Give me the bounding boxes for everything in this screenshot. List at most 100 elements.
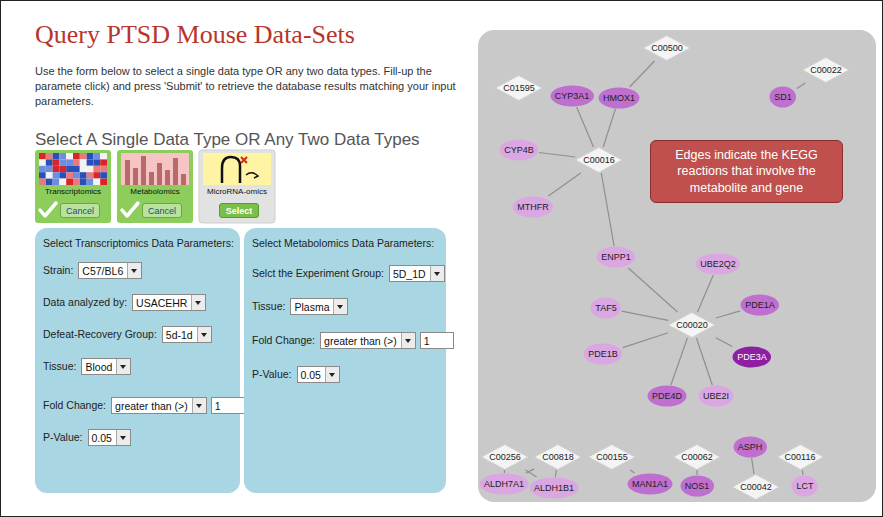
tile-background [117, 150, 193, 223]
heatmap-cell [39, 159, 46, 165]
circle-fill [550, 86, 594, 107]
field-label: Data analyzed by: [43, 296, 127, 308]
node-text: 1 [215, 400, 221, 412]
gene-circle: TAF5 [590, 297, 621, 319]
circle-fill [513, 197, 554, 218]
circle-fill [696, 254, 741, 275]
metabolite-diamond: C01595 [495, 75, 543, 101]
heatmap-cell [66, 153, 73, 159]
heatmap-cell [53, 153, 60, 159]
field-label: Tissue: [43, 360, 76, 372]
data-type-tile: MetabolomicsCancel [117, 150, 193, 223]
dropdown-arrow [191, 295, 205, 310]
check-mark [40, 203, 56, 216]
node-text: Cancel [66, 206, 94, 216]
gene-circle: MTHFR [512, 196, 554, 218]
section-heading: Select A Single Data Type OR Any Two Dat… [35, 130, 420, 150]
node-text: C00256 [489, 452, 521, 462]
heatmap-cell [73, 166, 80, 172]
heatmap-cell [59, 172, 66, 178]
reaction-edge [802, 470, 804, 475]
arrow-triangle [120, 365, 126, 369]
bar [133, 168, 138, 185]
heatmap-cell [87, 172, 94, 178]
heatmap-cell [53, 179, 60, 185]
gene-circle: CYP4B [499, 139, 539, 161]
node-text: ENPP1 [601, 252, 631, 262]
heatmap-cell [39, 172, 46, 178]
node-text: C00022 [810, 65, 842, 75]
circle-fill [529, 478, 578, 499]
gene-circle: ALDH1B1 [529, 477, 579, 499]
node-text: Blood [85, 361, 112, 373]
heatmap-cell [93, 172, 100, 178]
arrow-triangle [120, 436, 126, 440]
node-text: C00155 [596, 452, 628, 462]
intro-paragraph: Use the form below to select a single da… [35, 64, 471, 109]
heatmap-cell [39, 179, 46, 185]
bar [157, 163, 162, 185]
node-text: C00818 [542, 452, 574, 462]
node-text: ASPH [738, 442, 763, 452]
dropdown-select: greater than (>) [111, 397, 207, 414]
reaction-edge [577, 107, 594, 147]
heatmap-cell [100, 166, 107, 172]
bar [125, 160, 130, 185]
heatmap-cell [73, 159, 80, 165]
arrow-triangle [196, 404, 202, 408]
gene-circle: UBE2Q2 [695, 253, 741, 275]
node-text: CYP3A1 [555, 91, 590, 101]
heatmap-cell [80, 166, 87, 172]
gene-circle: ASPH [733, 436, 768, 458]
node-text: 1 [424, 335, 430, 347]
circle-fill [627, 474, 672, 495]
bar [149, 172, 154, 185]
reaction-edge [526, 469, 534, 473]
circle-fill [500, 140, 539, 161]
node-text: Metabolomics [117, 187, 193, 196]
heatmap-cell [46, 153, 53, 159]
diamond-outline [777, 445, 823, 470]
circle-fill [597, 247, 636, 268]
reaction-edge [696, 338, 712, 385]
node-text: C00062 [681, 452, 713, 462]
metabolite-diamond: C00500 [643, 35, 691, 61]
node-text: Select Metabolomics Data Parameters: [252, 237, 434, 249]
metabolite-diamond: C00116 [777, 444, 824, 470]
reaction-edge [539, 153, 575, 158]
reaction-edge [797, 83, 806, 88]
metabolite-diamond: C00155 [588, 444, 636, 470]
heatmap-cell [59, 179, 66, 185]
dropdown-select: 5d-1d [162, 326, 212, 343]
dropdown-arrow [333, 299, 347, 314]
node-text: HMOX1 [603, 93, 635, 103]
heatmap-cell [53, 172, 60, 178]
heatmap-cell [66, 172, 73, 178]
gene-circle: UBE2I [698, 385, 734, 407]
node-text: greater than (>) [324, 335, 397, 347]
heatmap-cell [93, 159, 100, 165]
metabolite-diamond: C00016 [575, 147, 623, 173]
circle-fill [479, 474, 528, 495]
heatmap-cell [93, 166, 100, 172]
node-text: PDE1A [745, 300, 775, 310]
metabolite-diamond: C00022 [802, 57, 850, 83]
heatmap-cell [53, 166, 60, 172]
microrna-hairpin [222, 157, 240, 183]
heatmap-cell [87, 153, 94, 159]
bar [181, 174, 186, 185]
diamond-outline [496, 76, 543, 101]
dropdown-select: USACEHR [132, 294, 206, 311]
dropdown-arrow [127, 263, 141, 278]
dropdown-select: Blood [81, 358, 131, 375]
heatmap-cell [80, 179, 87, 185]
reaction-edge [622, 311, 669, 320]
node-text: MicroRNA-omics [199, 187, 275, 196]
dropdown-select: 0.05 [297, 366, 340, 383]
heatmap-image [39, 153, 107, 185]
node-text: TAF5 [595, 303, 616, 313]
circle-fill [680, 476, 714, 497]
node-text: ALDH1B1 [534, 483, 574, 493]
